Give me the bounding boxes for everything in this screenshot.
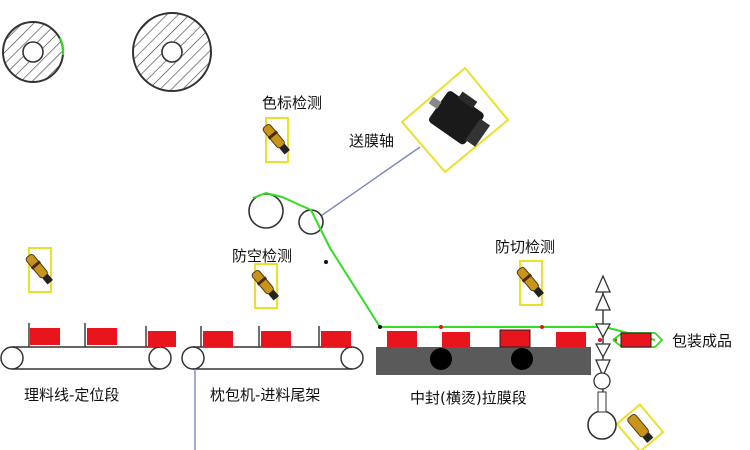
- sorting-line-conveyor: [0, 323, 176, 370]
- product-block: [556, 332, 586, 347]
- film-path-line: [252, 191, 656, 341]
- photoelectric-sensor-icon: [23, 247, 56, 293]
- product-block: [87, 328, 117, 345]
- cutter-blade-icon: [587, 274, 617, 440]
- conveyor-roller-icon: [148, 346, 172, 370]
- sorting-line-label: 理料线-定位段: [24, 386, 120, 404]
- photoelectric-sensor-icon: [260, 117, 293, 163]
- motor-link-line: [317, 146, 421, 219]
- product-block: [148, 331, 176, 347]
- product-block: [499, 329, 531, 348]
- film-roll-icon: [132, 12, 212, 92]
- color-mark-detect-label: 色标检测: [262, 94, 323, 112]
- finished-product-label: 包装成品: [672, 332, 733, 350]
- conveyor-roller-icon: [430, 348, 452, 370]
- conveyor-roller-icon: [511, 348, 533, 370]
- film-guide-roller: [248, 193, 284, 229]
- photoelectric-sensor-icon: [615, 403, 665, 450]
- product-block: [203, 331, 233, 347]
- product-block: [321, 331, 351, 347]
- product-block: [30, 328, 60, 345]
- center-seal-section: [376, 329, 591, 375]
- empty-detect-label: 防空检测: [232, 247, 293, 265]
- finished-product-block: [620, 332, 652, 348]
- film-roll-icon: [2, 21, 65, 83]
- photoelectric-sensor-icon: [249, 263, 282, 309]
- infeed-conveyor: [181, 326, 364, 450]
- servo-motor-icon: [400, 66, 510, 174]
- conveyor-roller-icon: [0, 346, 24, 370]
- photoelectric-sensor-icon: [514, 260, 547, 306]
- product-block: [387, 331, 417, 347]
- conveyor-roller-icon: [181, 346, 205, 370]
- film-feed-shaft-label: 送膜轴: [349, 132, 395, 150]
- film-guide-roller: [298, 209, 324, 235]
- product-block: [261, 331, 291, 347]
- film-path-markers: [324, 260, 617, 342]
- infeed-frame-label: 枕包机-进料尾架: [210, 386, 321, 404]
- anti-cut-detect-label: 防切检测: [495, 238, 556, 256]
- product-block: [442, 332, 470, 347]
- center-seal-label: 中封(横烫)拉膜段: [410, 389, 527, 407]
- conveyor-roller-icon: [340, 346, 364, 370]
